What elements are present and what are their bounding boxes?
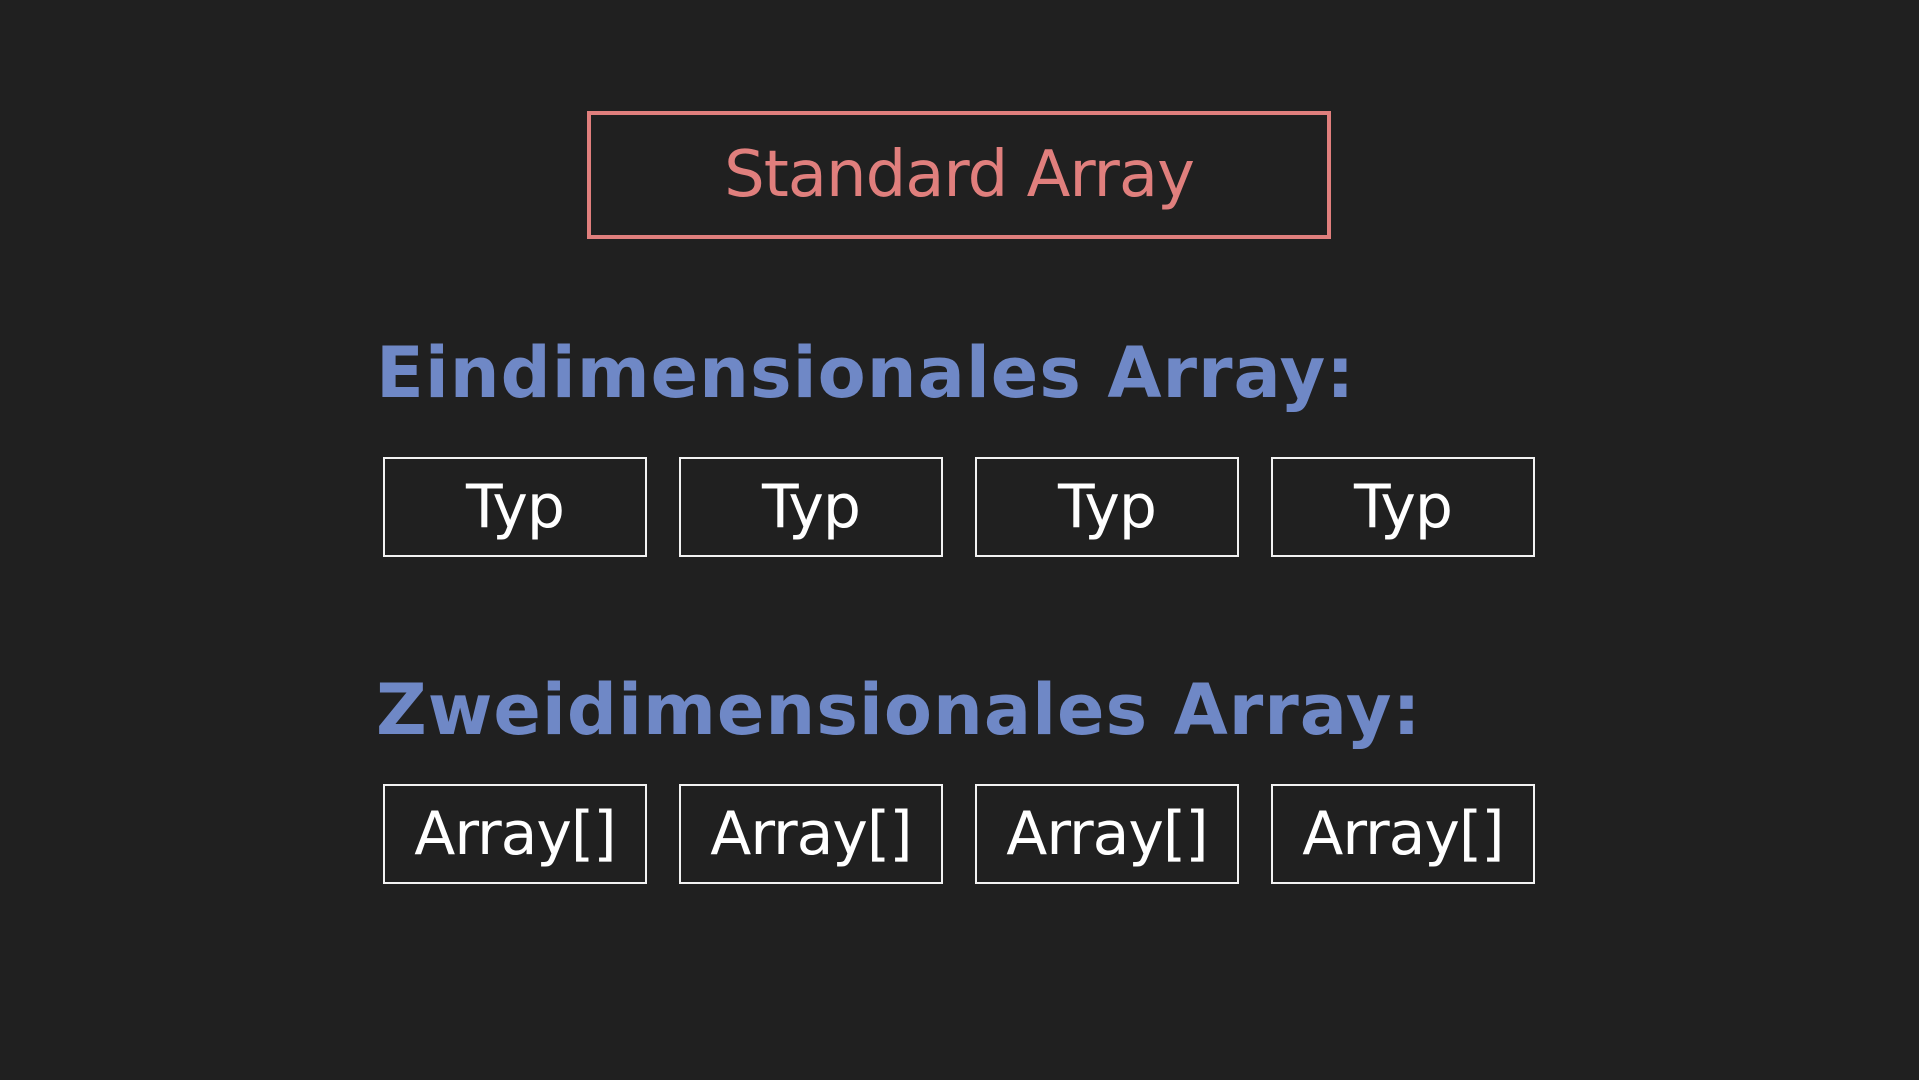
array-cell-nested-array: Array[] — [1271, 784, 1535, 884]
two-dimensional-array-row: Array[] Array[] Array[] Array[] — [383, 784, 1535, 884]
array-cell-nested-array: Array[] — [975, 784, 1239, 884]
array-cell-typ: Typ — [679, 457, 943, 557]
array-cell-nested-array: Array[] — [679, 784, 943, 884]
one-dimensional-heading: Eindimensionales Array: — [376, 332, 1356, 414]
array-cell-nested-array: Array[] — [383, 784, 647, 884]
one-dimensional-array-row: Typ Typ Typ Typ — [383, 457, 1535, 557]
array-cell-typ: Typ — [1271, 457, 1535, 557]
slide-title: Standard Array — [724, 138, 1195, 212]
array-cell-typ: Typ — [383, 457, 647, 557]
two-dimensional-heading: Zweidimensionales Array: — [376, 669, 1422, 751]
title-box: Standard Array — [587, 111, 1331, 239]
array-cell-typ: Typ — [975, 457, 1239, 557]
